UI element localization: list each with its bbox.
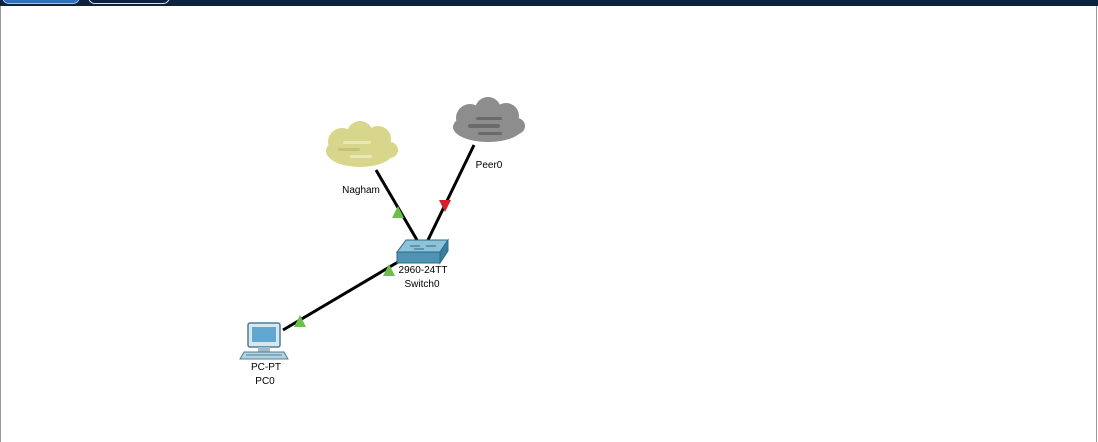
device-label-pc0-name: PC0 bbox=[255, 376, 275, 387]
link-status-up-icon bbox=[392, 206, 404, 218]
link-pc0-switch0[interactable] bbox=[282, 260, 399, 332]
device-label-nagham: Nagham bbox=[342, 185, 380, 196]
switch-icon[interactable] bbox=[396, 238, 449, 265]
device-label-pc0-model: PC-PT bbox=[251, 362, 281, 373]
device-label-switch0-name: Switch0 bbox=[404, 279, 440, 290]
pc-icon[interactable] bbox=[239, 322, 289, 360]
link-status-down-icon bbox=[439, 200, 451, 212]
link-status-up-icon bbox=[294, 315, 306, 327]
link-nagham-switch0[interactable] bbox=[374, 169, 419, 241]
top-toolbar bbox=[0, 0, 1098, 6]
link-peer0-switch0[interactable] bbox=[426, 144, 476, 241]
cloud-icon[interactable] bbox=[453, 97, 525, 142]
device-label-switch0-model: 2960-24TT bbox=[398, 265, 448, 276]
link-status-up-icon bbox=[383, 264, 395, 276]
logical-workspace[interactable] bbox=[0, 6, 1097, 442]
cloud-icon[interactable] bbox=[326, 121, 398, 167]
device-label-peer0: Peer0 bbox=[475, 160, 503, 171]
